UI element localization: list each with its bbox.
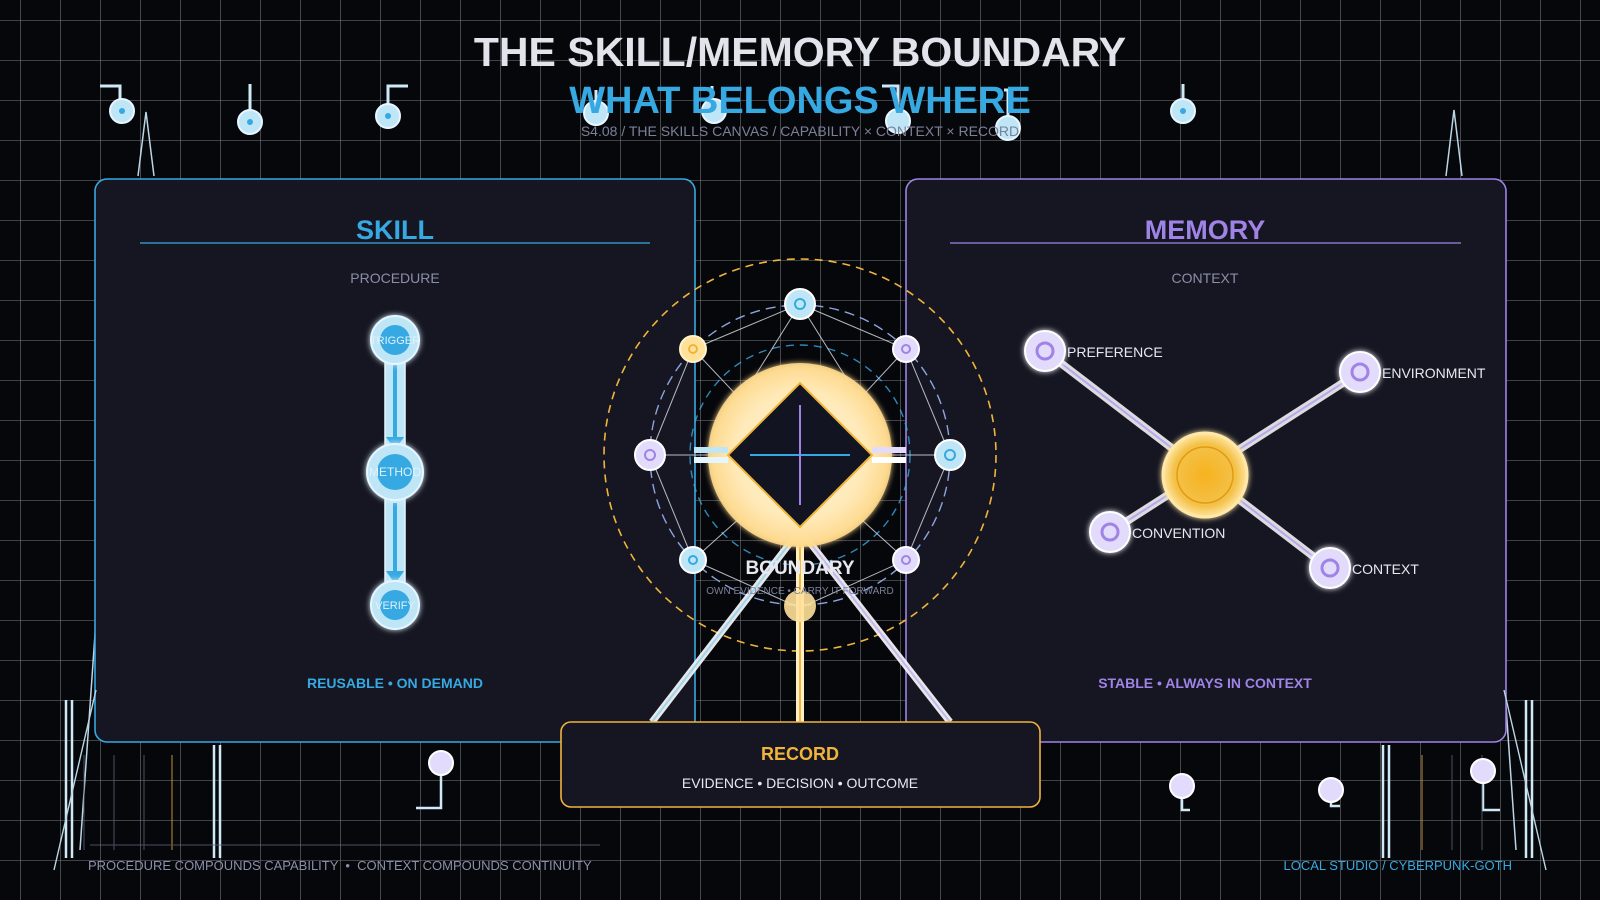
memory-node-label: CONTEXT: [1352, 561, 1419, 577]
memory-footer: STABLE • ALWAYS IN CONTEXT: [1098, 675, 1312, 691]
top-pins: [100, 84, 1185, 118]
page-title: THE SKILL/MEMORY BOUNDARY: [474, 29, 1126, 75]
boundary-connectors: [694, 447, 906, 463]
record-items: EVIDENCE • DECISION • OUTCOME: [682, 775, 918, 791]
memory-node-environment: ENVIRONMENT: [1339, 351, 1486, 393]
bottom-left-spike: [53, 689, 97, 871]
record-beams: [649, 527, 953, 725]
memory-hub-network: [1042, 347, 1363, 577]
orbit-nodes: [634, 288, 966, 622]
memory-node-convention: CONVENTION: [1089, 511, 1225, 553]
skill-title: SKILL: [356, 215, 434, 245]
skill-step-method: METHOD: [366, 443, 424, 501]
footer-tagline: PROCEDURE COMPOUNDS CAPABILITY • CONTEXT…: [88, 858, 592, 873]
skill-step-label: TRIGGER: [370, 335, 420, 347]
boundary-sublabel: OWN EVIDENCE • CARRY IT FORWARD: [706, 586, 893, 597]
page-subtitle: WHAT BELONGS WHERE: [569, 80, 1031, 122]
bottom-decor: [64, 700, 1534, 858]
bottom-right-spike: [1503, 689, 1547, 871]
skill-procedure-chain: TRIGGER METHOD VERIFY: [366, 315, 424, 630]
skill-step-label: VERIFY: [375, 600, 415, 612]
memory-node-label: ENVIRONMENT: [1382, 365, 1486, 381]
footer-credit: LOCAL STUDIO / CYBERPUNK-GOTH: [1284, 858, 1513, 873]
record-card: [560, 721, 1041, 808]
breadcrumb: S4.08 / THE SKILLS CANVAS / CAPABILITY ×…: [581, 123, 1019, 139]
skill-footer: REUSABLE • ON DEMAND: [307, 675, 483, 691]
memory-caption: CONTEXT: [1172, 270, 1239, 286]
memory-node-context: CONTEXT: [1309, 547, 1419, 589]
bottom-pin-heads: [428, 750, 1496, 803]
memory-hub: [1161, 431, 1249, 519]
top-pin-cores: [119, 108, 1186, 125]
arrow-down-icon: [386, 571, 404, 584]
memory-node-label: CONVENTION: [1132, 525, 1225, 541]
memory-title: MEMORY: [1145, 215, 1266, 245]
memory-node-label: PREFERENCE: [1067, 344, 1163, 360]
boundary-label: BOUNDARY: [745, 558, 854, 579]
memory-node-preference: PREFERENCE: [1024, 330, 1163, 372]
skill-caption: PROCEDURE: [350, 270, 439, 286]
skill-step-verify: VERIFY: [370, 580, 420, 630]
record-title: RECORD: [761, 744, 839, 764]
skill-step-label: METHOD: [369, 465, 421, 479]
skill-step-trigger: TRIGGER: [370, 315, 420, 365]
